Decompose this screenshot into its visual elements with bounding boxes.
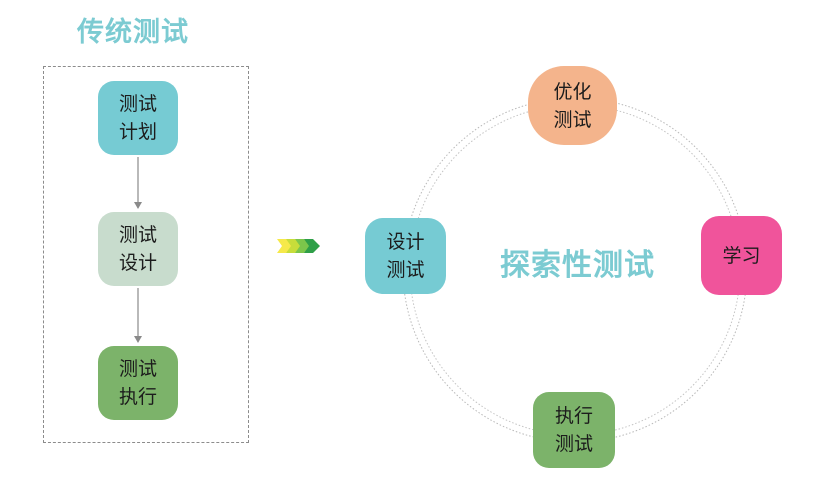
traditional-testing-container bbox=[43, 66, 249, 443]
step-test-design: 测试 设计 bbox=[98, 212, 178, 286]
cycle-node-design-test: 设计 测试 bbox=[365, 218, 446, 294]
traditional-testing-title: 传统测试 bbox=[77, 17, 189, 48]
step-test-execution: 测试 执行 bbox=[98, 346, 178, 420]
cycle-node-execute-test: 执行 测试 bbox=[533, 392, 615, 468]
transition-chevron bbox=[304, 239, 320, 253]
cycle-node-optimize-test: 优化 测试 bbox=[528, 66, 617, 145]
step-test-plan: 测试 计划 bbox=[98, 81, 178, 155]
exploratory-testing-label: 探索性测试 bbox=[500, 248, 655, 283]
transition-arrow-icon bbox=[277, 239, 320, 253]
cycle-node-learn: 学习 bbox=[701, 216, 782, 295]
